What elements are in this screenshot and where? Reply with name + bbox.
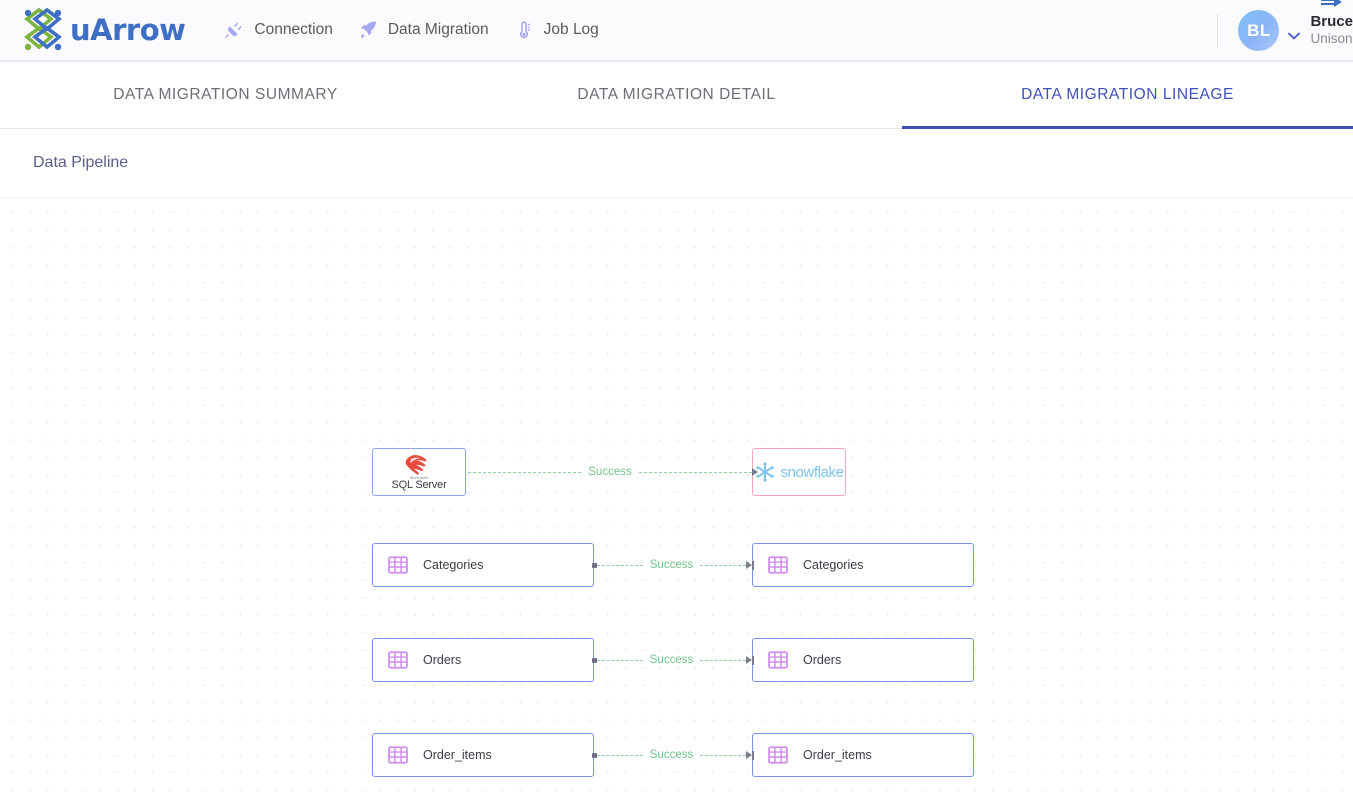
tab-data-migration-lineage[interactable]: DATA MIGRATION LINEAGE [902,61,1353,129]
nav-divider [1217,13,1219,48]
node-source-table[interactable]: Order_items [372,733,594,777]
nav-item-job-log[interactable]: Job Log [513,19,599,41]
thermometer-icon [513,19,535,41]
edge-line [597,754,643,756]
user-name: Bruce [1310,12,1353,30]
user-menu[interactable]: BL Bruce Unison [1217,0,1353,61]
user-identity: Bruce Unison [1310,13,1353,49]
table-grid-icon [387,554,409,576]
edge-handle[interactable] [592,562,597,568]
node-target-table-label: Orders [803,653,842,667]
node-source-table-label: Orders [423,653,462,667]
tab-bar: DATA MIGRATION SUMMARY DATA MIGRATION DE… [0,61,1353,129]
arrow-icon [746,561,752,569]
lineage-flow: Microsoft SQL Server [0,198,1353,795]
edge-line [468,471,582,473]
sql-server-name: SQL Server [391,478,447,491]
nav-item-connection[interactable]: Connection [223,19,333,41]
tab-data-migration-detail[interactable]: DATA MIGRATION DETAIL [577,85,776,103]
edge-handle[interactable] [592,752,597,758]
node-target-table[interactable]: Categories [752,543,974,587]
page-title: Data Pipeline [33,154,129,171]
edge-endpoint[interactable] [752,750,754,760]
edge-status-label: Success [649,559,694,571]
edge-table-status[interactable]: Success [592,557,754,573]
node-target-table-label: Order_items [803,748,872,762]
snowflake-name: snowflake [780,463,844,481]
node-target-system[interactable]: snowflake [752,448,846,496]
table-grid-icon [387,649,409,671]
edge-handle[interactable] [592,657,597,663]
arrow-icon [752,468,758,476]
arrow-icon [746,656,752,664]
edge-line [700,564,746,566]
nav-item-data-migration[interactable]: Data Migration [357,19,489,41]
uarrow-logo-icon [18,7,68,53]
edge-line [597,659,643,661]
edge-line [597,564,643,566]
edge-endpoint[interactable] [752,655,754,665]
edge-system[interactable]: Success [468,464,758,480]
avatar[interactable]: BL [1238,10,1280,51]
top-navigation-bar: uArrow Connection [0,0,1353,61]
edge-status-label: Success [649,749,694,761]
node-target-table[interactable]: Orders [752,638,974,682]
node-source-system[interactable]: Microsoft SQL Server [372,448,466,496]
arrow-icon [746,751,752,759]
user-org: Unison [1310,31,1353,47]
edge-line [700,754,746,756]
nav-label-connection: Connection [254,21,333,38]
table-grid-icon [767,554,789,576]
brand-name: uArrow [70,13,186,47]
sql-server-icon [402,454,436,476]
brand-logo[interactable]: uArrow [18,0,1342,53]
node-source-table[interactable]: Categories [372,543,594,587]
page-subheader: Data Pipeline [0,129,1353,198]
edge-status-label: Success [649,654,694,666]
nav-label-job-log: Job Log [543,21,599,38]
lineage-canvas[interactable]: Microsoft SQL Server [0,198,1353,795]
table-grid-icon [767,744,789,766]
nav-label-data-migration: Data Migration [387,21,489,38]
node-source-table[interactable]: Orders [372,638,594,682]
tab-data-migration-summary[interactable]: DATA MIGRATION SUMMARY [113,85,338,103]
chevron-down-icon[interactable] [1288,27,1301,39]
sql-server-vendor: Microsoft [409,474,429,480]
plug-icon [223,19,245,41]
node-source-table-label: Order_items [423,748,492,762]
edge-status-label: Success [588,466,632,478]
rocket-icon [357,19,379,41]
node-source-table-label: Categories [423,558,484,572]
main-nav: Connection Data Migration Job Log [223,19,599,41]
edge-line [638,471,752,473]
edge-endpoint[interactable] [752,560,754,570]
table-grid-icon [767,649,789,671]
edge-table-status[interactable]: Success [592,747,754,763]
edge-table-status[interactable]: Success [592,652,754,668]
node-target-table[interactable]: Order_items [752,733,974,777]
logo-arrow-icon [1321,0,1351,7]
edge-line [700,659,746,661]
table-grid-icon [387,744,409,766]
node-target-table-label: Categories [803,558,864,572]
